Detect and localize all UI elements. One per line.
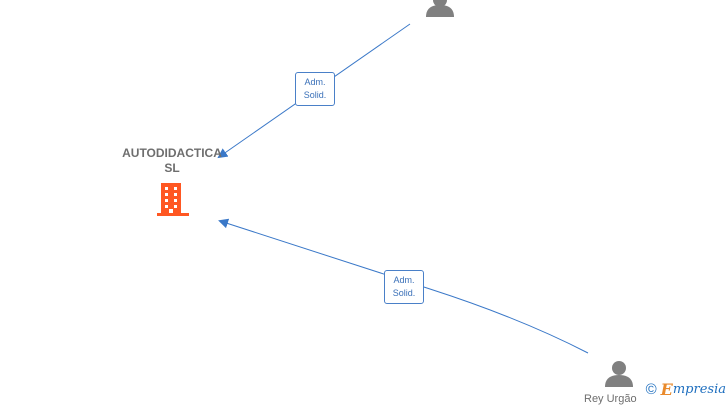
company-name[interactable]: AUTODIDACTICA SL	[112, 146, 232, 176]
brand-initial: E	[660, 380, 673, 399]
company-name-line2: SL	[164, 161, 180, 175]
edge-label-top[interactable]: Adm. Solid.	[295, 72, 335, 106]
person-name[interactable]: Rey Urgão	[584, 393, 637, 405]
copyright-icon: ©	[645, 381, 657, 398]
edge-label-role-suffix: Solid.	[303, 90, 327, 100]
edge-line-bottom	[218, 218, 589, 354]
company-name-line1: AUTODIDACTICA	[122, 146, 222, 160]
edge-label-bottom[interactable]: Adm. Solid.	[384, 270, 424, 304]
person-icon[interactable]	[605, 361, 633, 387]
edge-label-role: Adm.	[393, 275, 415, 285]
person-icon[interactable]	[426, 0, 454, 17]
brand-name: mpresia	[672, 382, 726, 397]
brand-logo: © E mpresia	[646, 380, 726, 399]
building-icon[interactable]	[157, 183, 189, 216]
edge-label-role: Adm.	[304, 77, 326, 87]
edge-label-role-suffix: Solid.	[392, 288, 416, 298]
